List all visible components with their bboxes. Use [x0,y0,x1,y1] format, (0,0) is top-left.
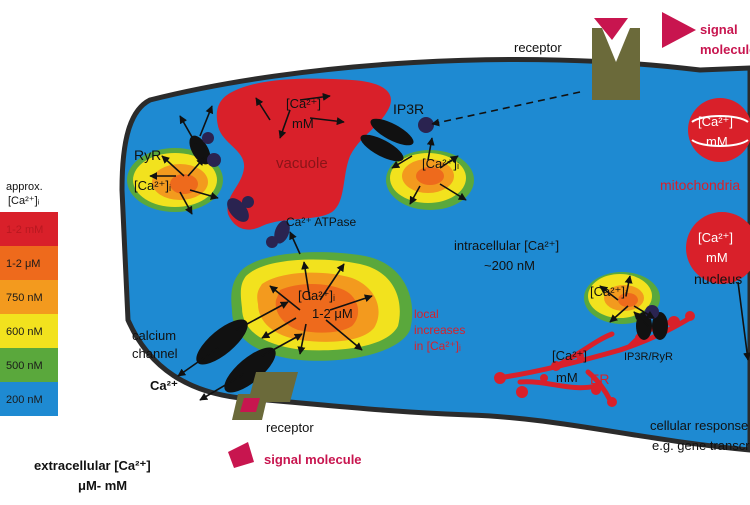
intracellular-label-2: ~200 nM [484,258,535,273]
mitochondria-label: mitochondria [660,177,740,193]
cellular-response-label-2: e.g. gene transcription [652,438,750,453]
legend-swatch [0,314,58,348]
receptor-bottom-label: receptor [266,420,314,435]
signal-molecule-top [594,18,628,40]
receptor-bottom [232,372,298,420]
ryr-label: RyR [134,147,161,163]
signal-molecule-bottom-label: signal molecule [264,452,362,467]
ca-i-left-label: [Ca²⁺]ᵢ [134,178,171,193]
signal-molecule-bottom [228,442,254,468]
legend-title-1: approx. [6,181,43,193]
signal-molecule-legend [662,12,696,48]
receptor-top [592,28,640,100]
legend-swatch [0,348,58,382]
ca-i-er-label: [Ca²⁺]ᵢ [590,284,627,299]
legend-swatch [0,212,58,246]
ca-atpase-label: Ca²⁺ ATPase [286,215,356,229]
er-conc-label-1: [Ca²⁺] [552,348,587,363]
ca-i-ip3r-label: [Ca²⁺]ᵢ [422,156,459,171]
cell-membrane [119,57,750,453]
intracellular-label-1: intracellular [Ca²⁺] [454,238,559,253]
mito-conc-label-2: mM [706,134,728,149]
legend-title-2: [Ca²⁺]ᵢ [8,195,40,207]
concentration-legend: approx. [Ca²⁺]ᵢ 1-2 mM 1-2 μM 750 nM 600 nM… [0,181,58,416]
legend-swatch [0,280,58,314]
nucleus-conc-label-2: mM [706,250,728,265]
cellular-response-label-1: cellular response [650,418,748,433]
calcium-channel-label-2: channel [132,346,178,361]
extracellular-label-1: extracellular [Ca²⁺] [34,458,151,473]
vacuole [216,78,391,230]
legend-label: 1-2 μM [6,258,40,270]
nucleus-conc-label-1: [Ca²⁺] [698,230,733,245]
mito-conc-label-1: [Ca²⁺] [698,114,733,129]
local-increases-label-2: increases [414,323,465,337]
er-label: ER [590,371,609,387]
ca-atpase-pump [266,220,290,248]
extracellular-label-2: μM- mM [78,478,127,493]
legend-swatch [0,246,58,280]
ip3r-label: IP3R [393,101,424,117]
vacuole-conc-label-2: mM [292,116,314,131]
legend-label: 200 nM [6,394,43,406]
legend-label: 750 nM [6,292,43,304]
nucleus [686,212,750,284]
legend-swatch [0,382,58,416]
ca-i-center-label-2: 1-2 μM [312,306,353,321]
legend-label: 1-2 mM [6,224,43,236]
calcium-channel-label-1: calcium [132,328,176,343]
legend-label: 500 nM [6,360,43,372]
ca2-label: Ca²⁺ [150,378,178,393]
legend-label: 600 nM [6,326,43,338]
nucleus-label: nucleus [694,271,742,287]
vacuole-label: vacuole [276,155,328,172]
ca-i-center-label-1: [Ca²⁺]ᵢ [298,288,335,303]
local-increases-label-3: in [Ca²⁺]ᵢ [414,339,461,353]
mitochondrion [688,98,750,162]
receptor-top-label: receptor [514,40,562,55]
vacuole-pump [227,196,254,222]
er-conc-label-2: mM [556,370,578,385]
endoplasmic-reticulum [495,315,693,403]
ip3r-channel [360,117,434,162]
ip3r-ryr-label: IP3R/RyR [624,351,673,363]
signal-molecule-top-label-1: signal [700,22,738,37]
signal-molecule-top-label-2: molecule [700,42,750,57]
flux-arrows [149,91,750,401]
local-increases-label-1: local [414,307,439,321]
vacuole-conc-label-1: [Ca²⁺] [286,96,321,111]
